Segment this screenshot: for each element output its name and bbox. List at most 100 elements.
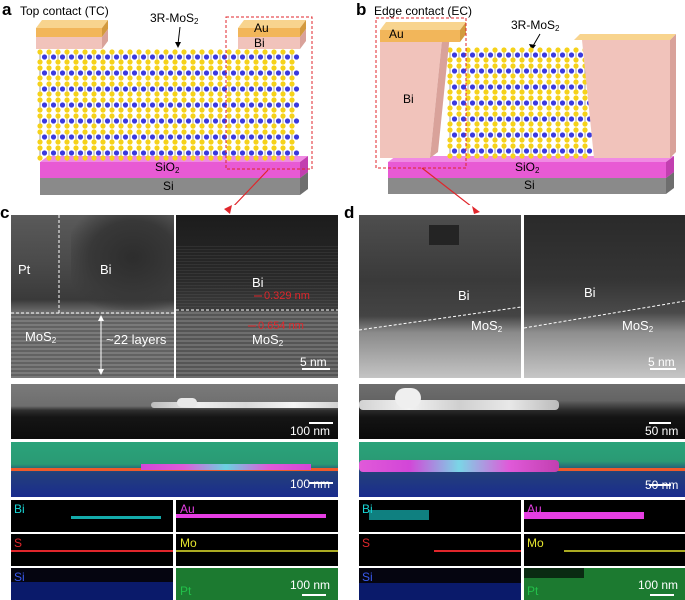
lattice-s-atom: [546, 153, 552, 159]
lattice-s-atom: [46, 75, 52, 81]
lattice-s-atom: [582, 121, 588, 127]
lattice-s-atom: [145, 65, 151, 71]
lattice-s-atom: [100, 129, 106, 135]
panel-b-material-label: 3R-MoS2: [511, 18, 559, 33]
lattice-mo-atom: [505, 68, 512, 74]
lattice-s-atom: [82, 81, 88, 87]
lattice-s-atom: [91, 113, 97, 119]
panel-c-mos2-left-text: MoS: [25, 329, 52, 344]
lattice-s-atom: [82, 145, 88, 151]
lattice-s-atom: [262, 129, 268, 135]
lattice-mo-atom: [122, 54, 129, 60]
panel-c-map-label-si: Si: [14, 570, 25, 584]
lattice-s-atom: [537, 63, 543, 69]
lattice-s-atom: [546, 57, 552, 63]
lattice-s-atom: [118, 81, 124, 87]
lattice-s-atom: [510, 127, 516, 133]
lattice-mo-atom: [158, 118, 165, 124]
panel-c-map-si: [11, 568, 173, 600]
lattice-s-atom: [73, 59, 79, 65]
lattice-s-atom: [181, 65, 187, 71]
lattice-s-atom: [582, 143, 588, 149]
panel-d-mos2-right-label: MoS2: [622, 318, 653, 334]
lattice-s-atom: [456, 137, 462, 143]
lattice-s-atom: [46, 129, 52, 135]
lattice-mo-atom: [77, 102, 84, 108]
lattice-s-atom: [447, 153, 453, 159]
lattice-mo-atom: [469, 84, 476, 90]
lattice-mo-atom: [460, 52, 467, 58]
lattice-s-atom: [253, 113, 259, 119]
lattice-s-atom: [564, 121, 570, 127]
lattice-s-atom: [244, 145, 250, 151]
lattice-s-atom: [73, 129, 79, 135]
lattice-mo-atom: [158, 54, 165, 60]
panel-a-left-bi-side: [102, 29, 108, 49]
lattice-s-atom: [226, 75, 232, 81]
lattice-mo-atom: [113, 118, 120, 124]
lattice-s-atom: [456, 111, 462, 117]
panel-d-mos2-left-sub: 2: [497, 325, 503, 334]
panel-b-material-arrow-head: [529, 44, 536, 50]
panel-d-eds-scale-label: 50 nm: [645, 478, 679, 492]
lattice-s-atom: [64, 49, 70, 55]
lattice-mo-atom: [50, 150, 57, 156]
lattice-s-atom: [145, 107, 151, 113]
lattice-mo-atom: [41, 102, 48, 108]
lattice-s-atom: [190, 49, 196, 55]
lattice-mo-atom: [185, 70, 192, 76]
lattice-s-atom: [253, 97, 259, 103]
lattice-mo-atom: [577, 132, 584, 138]
panel-c-tem-left: [11, 215, 174, 378]
lattice-s-atom: [483, 57, 489, 63]
lattice-s-atom: [136, 81, 142, 87]
lattice-mo-atom: [203, 118, 210, 124]
lattice-mo-atom: [487, 116, 494, 122]
lattice-s-atom: [564, 105, 570, 111]
lattice-s-atom: [37, 49, 43, 55]
lattice-s-atom: [555, 47, 561, 53]
lattice-s-atom: [73, 107, 79, 113]
panel-b-label: b: [356, 0, 367, 19]
lattice-mo-atom: [550, 116, 557, 122]
lattice-s-atom: [109, 65, 115, 71]
lattice-mo-atom: [41, 86, 48, 92]
lattice-s-atom: [447, 127, 453, 133]
lattice-s-atom: [510, 111, 516, 117]
lattice-mo-atom: [487, 100, 494, 106]
lattice-mo-atom: [248, 150, 255, 156]
lattice-s-atom: [528, 143, 534, 149]
lattice-mo-atom: [496, 116, 503, 122]
lattice-mo-atom: [478, 116, 485, 122]
lattice-mo-atom: [149, 118, 156, 124]
lattice-s-atom: [91, 123, 97, 129]
lattice-s-atom: [244, 129, 250, 135]
lattice-s-atom: [510, 47, 516, 53]
panel-d-tem-left-overlay: [359, 306, 521, 331]
lattice-s-atom: [271, 75, 277, 81]
lattice-s-atom: [555, 143, 561, 149]
lattice-s-atom: [154, 145, 160, 151]
lattice-mo-atom: [167, 54, 174, 60]
lattice-s-atom: [118, 59, 124, 65]
lattice-s-atom: [271, 139, 277, 145]
lattice-s-atom: [456, 143, 462, 149]
lattice-s-atom: [235, 145, 241, 151]
lattice-s-atom: [145, 59, 151, 65]
lattice-s-atom: [82, 91, 88, 97]
lattice-s-atom: [208, 123, 214, 129]
lattice-s-atom: [555, 57, 561, 63]
lattice-s-atom: [546, 63, 552, 69]
panel-a-sio2-sub: 2: [175, 166, 180, 175]
lattice-mo-atom: [230, 134, 237, 140]
lattice-s-atom: [582, 111, 588, 117]
lattice-mo-atom: [86, 134, 93, 140]
lattice-s-atom: [163, 145, 169, 151]
lattice-mo-atom: [176, 102, 183, 108]
lattice-s-atom: [564, 95, 570, 101]
lattice-mo-atom: [59, 118, 66, 124]
lattice-s-atom: [163, 65, 169, 71]
lattice-mo-atom: [50, 70, 57, 76]
lattice-s-atom: [73, 75, 79, 81]
lattice-s-atom: [136, 75, 142, 81]
